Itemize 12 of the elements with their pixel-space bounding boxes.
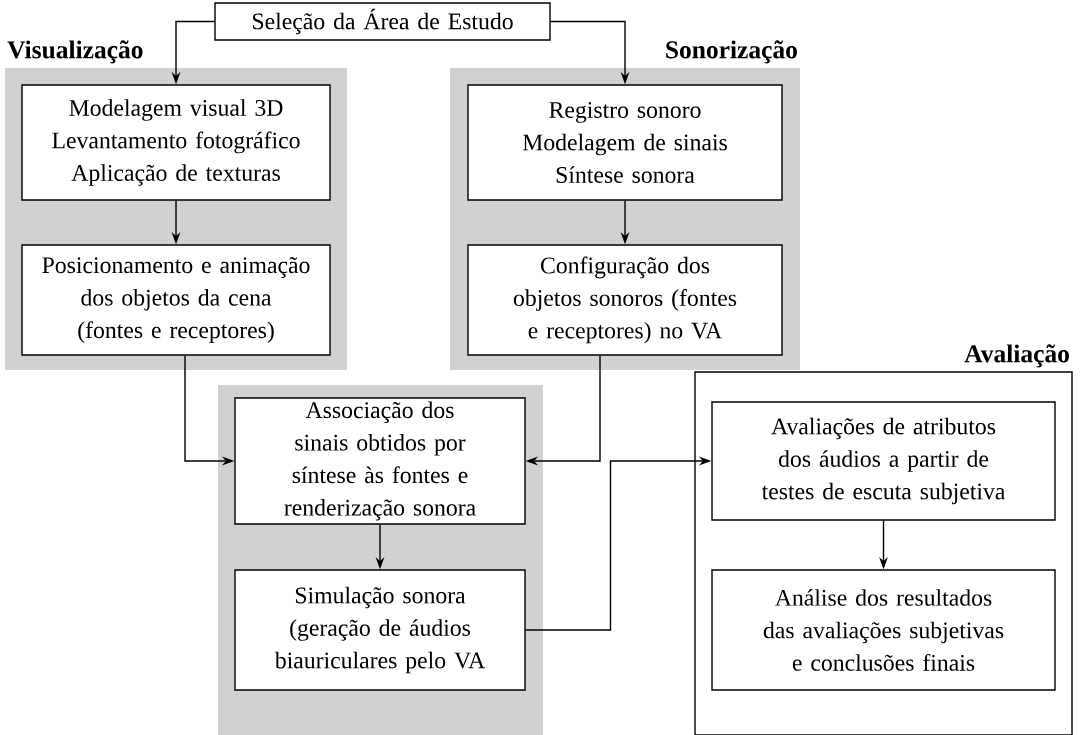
panel-heading: Avaliação (964, 344, 1069, 368)
process-box: Configuração dos objetos sonoros (fontes e receptores) no VA (467, 244, 783, 356)
process-box: Seleção da Área de Estudo (214, 2, 551, 41)
process-box: Modelagem visual 3D Levantamento fotográfico Aplicação de texturas (21, 84, 331, 201)
process-box: Simulação sonora (geração de áudios biauriculares pelo VA (234, 569, 526, 691)
panel-heading: Sonorização (666, 40, 797, 64)
process-box: Registro sonoro Modelagem de sinais Síntese sonora (467, 84, 783, 201)
process-box: Avaliações de atributos dos áudios a partir de testes de escuta subjetiva (711, 401, 1056, 521)
process-box: Análise dos resultados das avaliações subjetivas e conclusões finais (711, 569, 1056, 691)
panel-heading: Visualização (7, 40, 143, 64)
process-box: Associação dos sinais obtidos por síntese às fontes e renderização sonora (234, 397, 526, 525)
process-box: Posicionamento e animação dos objetos da cena (fontes e receptores) (21, 244, 331, 356)
